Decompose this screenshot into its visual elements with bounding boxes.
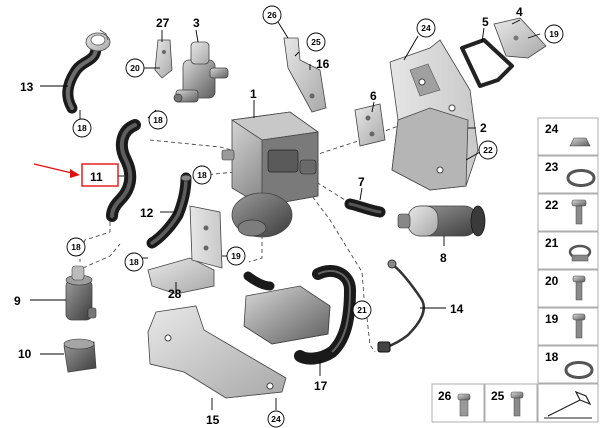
callout-18-b: 18 bbox=[153, 115, 163, 125]
fastener-legend: 24 23 22 21 20 19 18 bbox=[537, 117, 599, 384]
bolt-icon bbox=[510, 391, 524, 399]
legend-label-26: 26 bbox=[438, 389, 452, 403]
sleeve-10 bbox=[63, 338, 97, 373]
legend-label-21: 21 bbox=[545, 236, 559, 250]
callout-8: 8 bbox=[440, 251, 447, 265]
callout-18-a: 18 bbox=[77, 123, 87, 133]
callout-19-top: 19 bbox=[549, 29, 559, 39]
callout-5: 5 bbox=[482, 15, 489, 29]
callout-6: 6 bbox=[370, 89, 377, 103]
callout-16: 16 bbox=[316, 57, 330, 71]
callout-22: 22 bbox=[483, 145, 493, 155]
bracket-16 bbox=[283, 37, 327, 113]
bracket-28 bbox=[147, 205, 223, 295]
fuel-pump-8 bbox=[397, 205, 486, 237]
rivet-icon bbox=[457, 393, 471, 401]
legend-label-19: 19 bbox=[545, 312, 559, 326]
callout-12: 12 bbox=[140, 206, 154, 220]
callout-26: 26 bbox=[267, 10, 277, 20]
callout-4: 4 bbox=[516, 5, 523, 19]
callout-18-c: 18 bbox=[197, 170, 207, 180]
clamp-icon bbox=[566, 169, 596, 187]
bracket-15 bbox=[147, 305, 287, 399]
bracket-2 bbox=[389, 39, 479, 191]
bolt-icon bbox=[572, 313, 586, 321]
legend-label-25: 25 bbox=[491, 389, 505, 403]
bracket-27 bbox=[154, 39, 173, 79]
part-numbers: 27 3 5 4 16 13 1 6 2 11 7 12 8 9 28 14 1… bbox=[14, 5, 523, 427]
valve-9 bbox=[65, 265, 97, 321]
callout-2: 2 bbox=[480, 121, 487, 135]
callout-27: 27 bbox=[156, 16, 170, 30]
dashed-connection-lines bbox=[79, 117, 421, 353]
legend-cell-26 bbox=[431, 383, 485, 423]
hose-13 bbox=[62, 29, 111, 114]
callout-3: 3 bbox=[193, 16, 200, 30]
callout-17: 17 bbox=[314, 379, 328, 393]
callout-25: 25 bbox=[311, 37, 321, 47]
legend-label-20: 20 bbox=[545, 274, 559, 288]
callout-9: 9 bbox=[14, 294, 21, 308]
callout-24-bottom: 24 bbox=[271, 414, 281, 424]
fuel-line-14 bbox=[377, 259, 425, 353]
callout-1: 1 bbox=[250, 87, 257, 101]
gasket-5 bbox=[460, 38, 514, 88]
callout-20: 20 bbox=[130, 63, 140, 73]
callout-21: 21 bbox=[357, 305, 367, 315]
callout-24-top: 24 bbox=[421, 23, 431, 33]
callout-28: 28 bbox=[168, 287, 182, 301]
legend-cell-22 bbox=[537, 193, 599, 232]
legend-cell-21 bbox=[537, 231, 599, 270]
nut-icon bbox=[569, 137, 591, 147]
legend-cell-25 bbox=[484, 383, 538, 423]
callout-18-e: 18 bbox=[129, 257, 139, 267]
legend-label-22: 22 bbox=[545, 198, 559, 212]
legend-cell-20 bbox=[537, 269, 599, 308]
legend-cell-24 bbox=[537, 117, 599, 156]
highlight-arrow bbox=[33, 163, 119, 187]
callout-15: 15 bbox=[206, 413, 220, 427]
callout-13: 13 bbox=[20, 80, 34, 94]
highlight-box bbox=[81, 163, 119, 187]
legend-cell-arrow bbox=[537, 383, 599, 423]
legend-cell-19 bbox=[537, 307, 599, 346]
cover-4 bbox=[493, 17, 547, 59]
hose-12 bbox=[146, 172, 192, 249]
bottom-legend: 26 25 bbox=[431, 383, 599, 423]
legend-label-24: 24 bbox=[545, 122, 559, 136]
bolt-icon bbox=[572, 275, 586, 283]
hose-7 bbox=[344, 198, 386, 218]
silencer-17 bbox=[243, 265, 356, 365]
screw-head-icon bbox=[571, 199, 587, 207]
callout-7: 7 bbox=[358, 175, 365, 189]
callout-10: 10 bbox=[18, 347, 32, 361]
legend-label-23: 23 bbox=[545, 160, 559, 174]
heater-unit-1 bbox=[221, 111, 320, 238]
hose-11 bbox=[106, 119, 141, 222]
callout-19-mid: 19 bbox=[231, 251, 241, 261]
callout-18-d: 18 bbox=[71, 242, 81, 252]
legend-label-18: 18 bbox=[545, 350, 559, 364]
circled-callouts: 26 24 20 25 19 18 18 22 18 18 18 19 21 2… bbox=[66, 5, 564, 428]
plate-6 bbox=[354, 103, 386, 147]
hose-clamp-icon bbox=[564, 361, 594, 379]
callout-11: 11 bbox=[90, 170, 103, 184]
water-pump-3 bbox=[173, 41, 229, 103]
callout-14: 14 bbox=[450, 302, 464, 316]
direction-arrow-icon bbox=[547, 390, 592, 417]
